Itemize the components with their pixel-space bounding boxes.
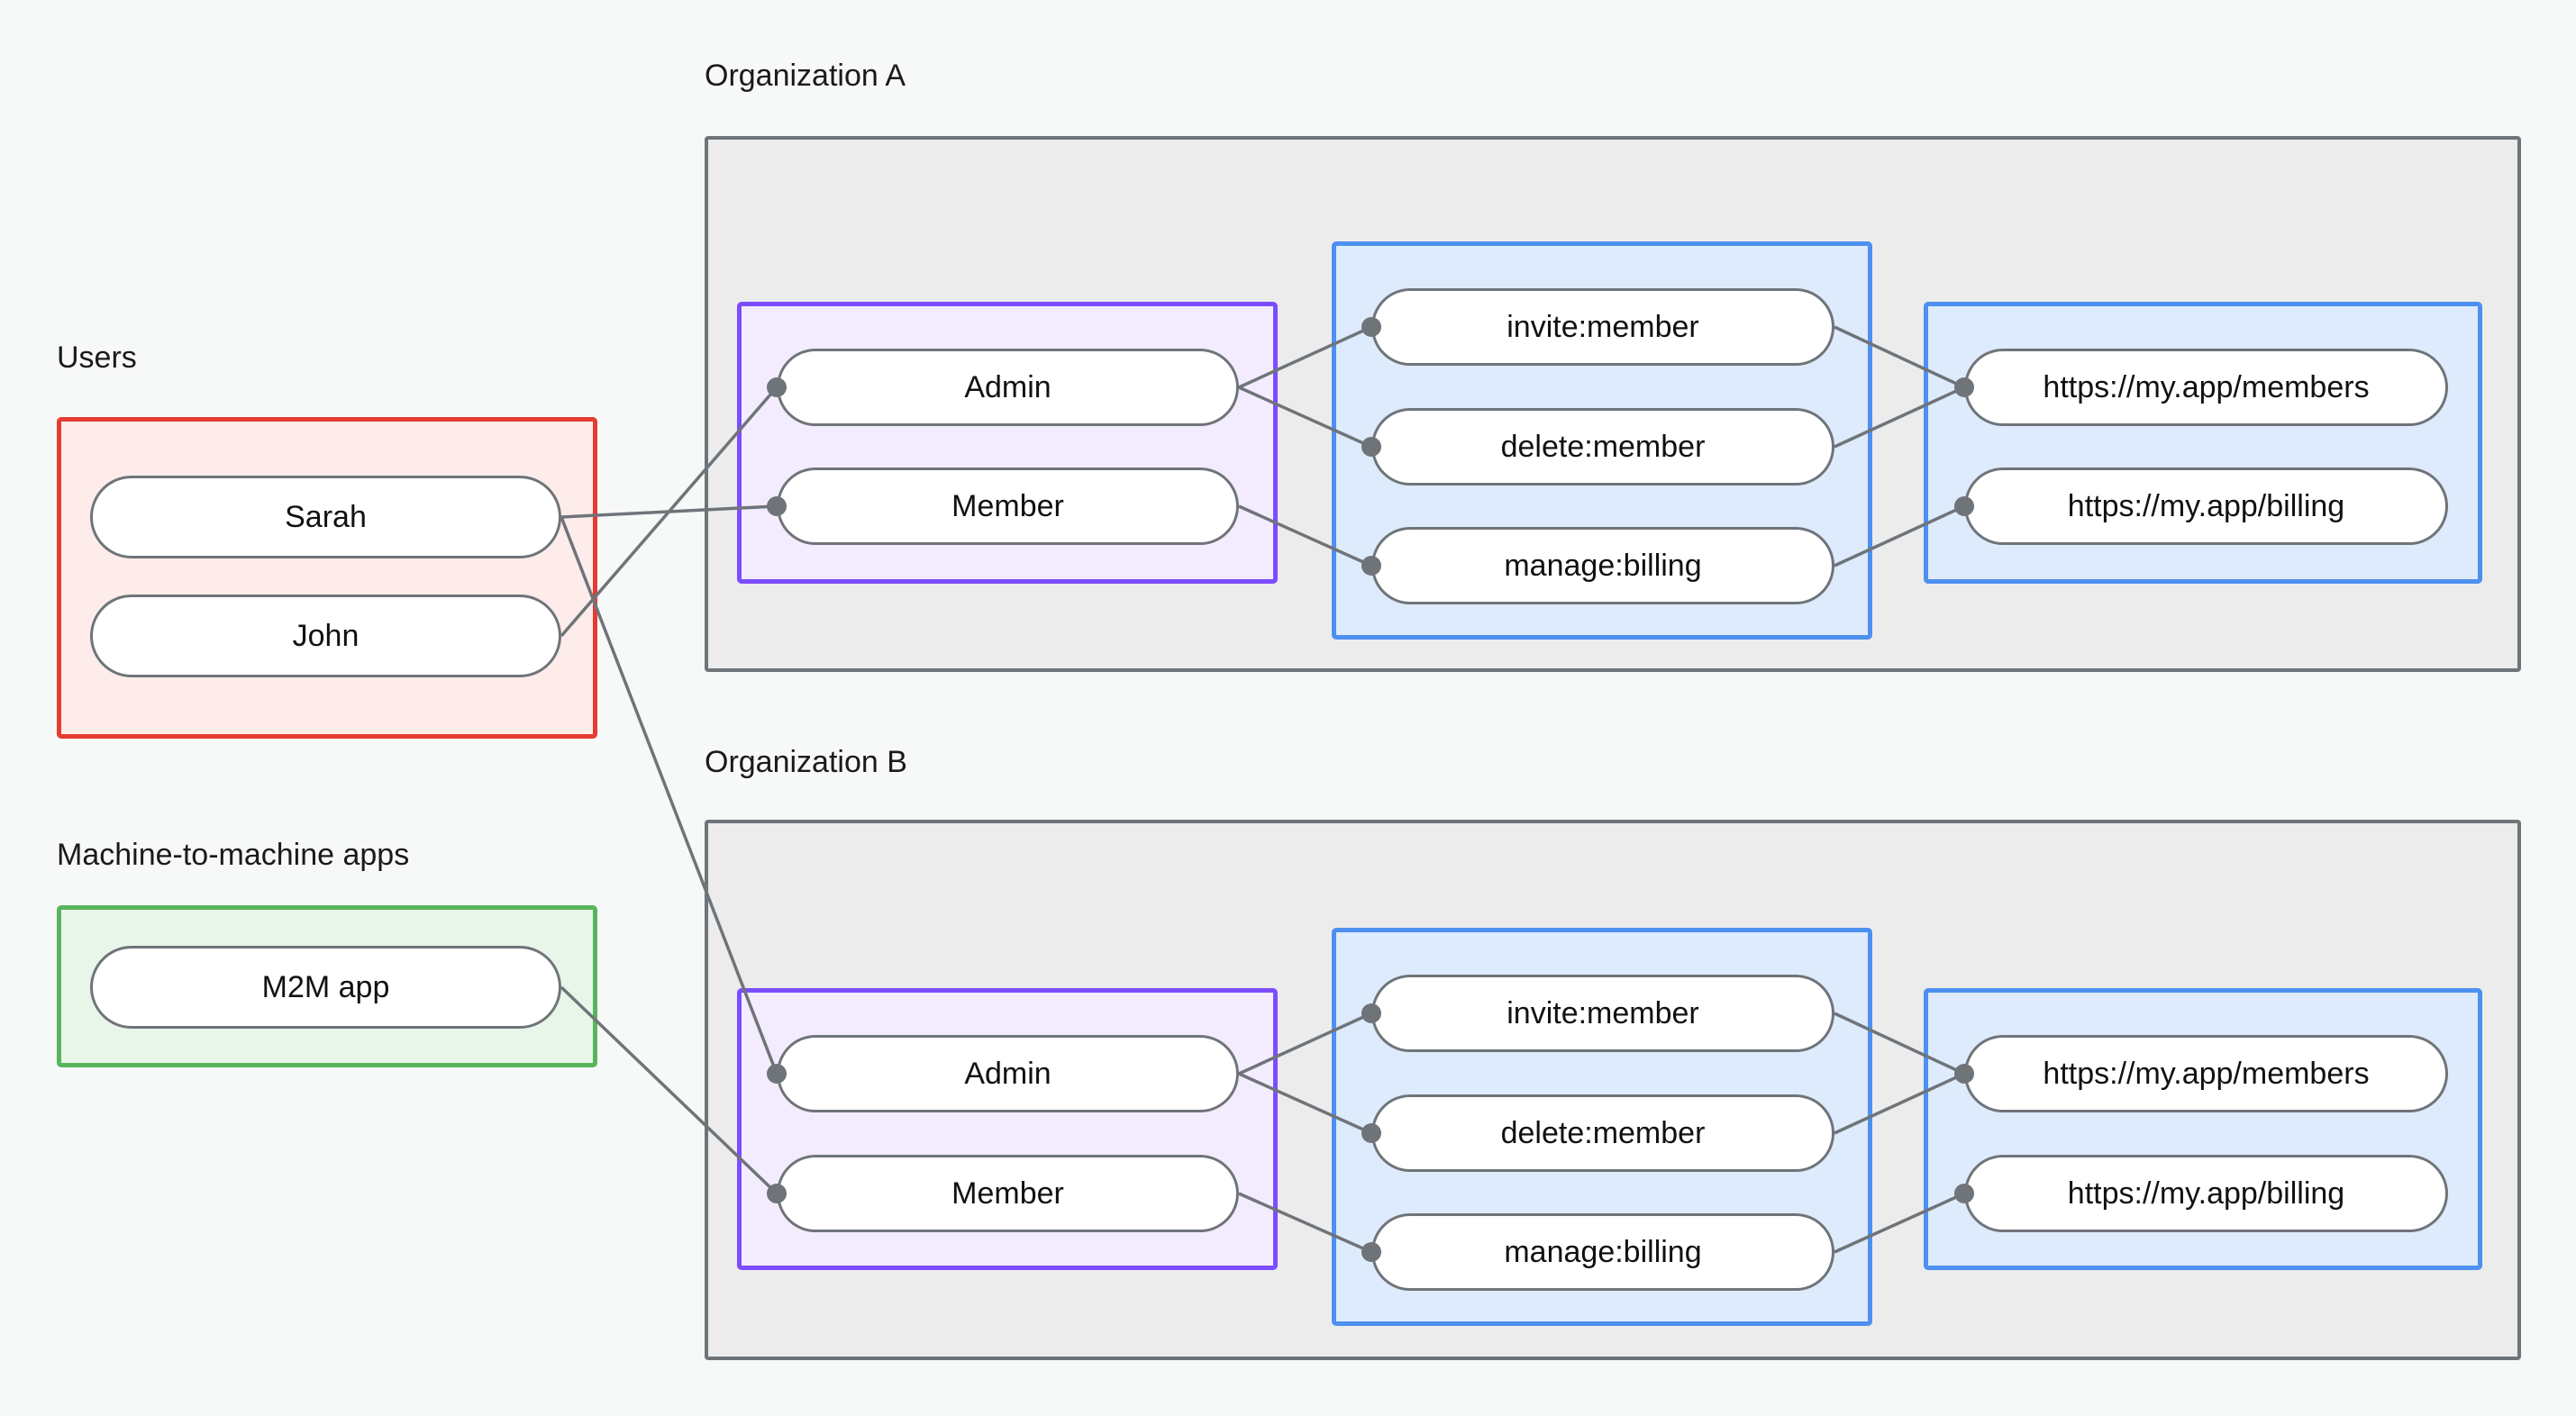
org-b-role-admin[interactable]: Admin xyxy=(777,1035,1239,1112)
org-b-role-member[interactable]: Member xyxy=(777,1155,1239,1232)
org-a-role-admin[interactable]: Admin xyxy=(777,349,1239,426)
m2m-node-app[interactable]: M2M app xyxy=(90,946,561,1029)
permission-label: manage:billing xyxy=(1504,1234,1702,1269)
m2m-group-label: Machine-to-machine apps xyxy=(57,838,410,872)
org-a-label: Organization A xyxy=(705,59,906,93)
permission-label: delete:member xyxy=(1500,429,1706,464)
permission-label: invite:member xyxy=(1506,995,1699,1030)
org-b-api-resource-billing[interactable]: https://my.app/billing xyxy=(1964,1155,2448,1232)
org-a-role-member[interactable]: Member xyxy=(777,467,1239,545)
org-a-api-resource-billing[interactable]: https://my.app/billing xyxy=(1964,467,2448,545)
users-container xyxy=(57,417,597,739)
role-label: Member xyxy=(951,488,1064,523)
role-label: Member xyxy=(951,1175,1064,1211)
api-resource-label: https://my.app/members xyxy=(2043,1056,2370,1091)
user-node-label: John xyxy=(292,618,360,653)
permission-label: manage:billing xyxy=(1504,548,1702,583)
org-b-permission-manage-billing[interactable]: manage:billing xyxy=(1371,1213,1834,1291)
org-b-permission-delete-member[interactable]: delete:member xyxy=(1371,1094,1834,1172)
users-group-label: Users xyxy=(57,340,137,375)
org-b-api-resource-members[interactable]: https://my.app/members xyxy=(1964,1035,2448,1112)
permission-label: invite:member xyxy=(1506,309,1699,344)
api-resource-label: https://my.app/members xyxy=(2043,369,2370,404)
org-a-permission-delete-member[interactable]: delete:member xyxy=(1371,408,1834,486)
role-label: Admin xyxy=(964,1056,1051,1091)
role-label: Admin xyxy=(964,369,1051,404)
user-node-sarah[interactable]: Sarah xyxy=(90,476,561,558)
api-resource-label: https://my.app/billing xyxy=(2067,488,2345,523)
org-a-api-resource-members[interactable]: https://my.app/members xyxy=(1964,349,2448,426)
org-a-permission-invite-member[interactable]: invite:member xyxy=(1371,288,1834,366)
org-b-permission-invite-member[interactable]: invite:member xyxy=(1371,975,1834,1052)
org-b-label: Organization B xyxy=(705,745,907,779)
m2m-node-label: M2M app xyxy=(261,969,390,1004)
user-node-john[interactable]: John xyxy=(90,595,561,677)
user-node-label: Sarah xyxy=(285,499,367,534)
permission-label: delete:member xyxy=(1500,1115,1706,1150)
api-resource-label: https://my.app/billing xyxy=(2067,1175,2345,1211)
org-a-permission-manage-billing[interactable]: manage:billing xyxy=(1371,527,1834,604)
